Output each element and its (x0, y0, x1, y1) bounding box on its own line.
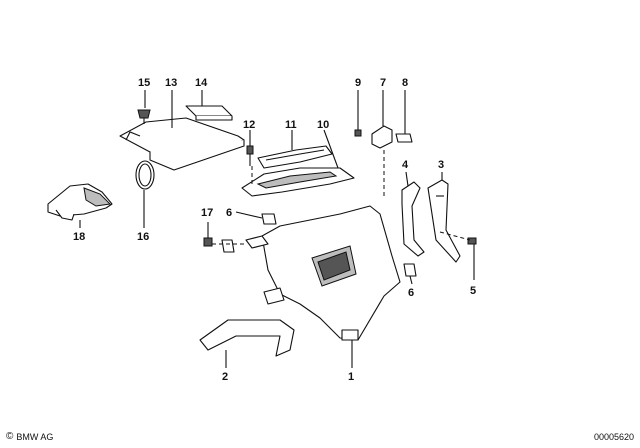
label-5: 5 (470, 285, 476, 297)
part-3-bracket[interactable] (427, 179, 461, 263)
part-labels: 15 13 14 9 7 8 12 11 10 4 3 6 17 18 16 6… (73, 77, 476, 383)
label-3: 3 (438, 159, 444, 171)
label-15: 15 (138, 77, 150, 89)
label-13: 13 (165, 77, 177, 89)
leader-lines (79, 90, 475, 368)
part-15-clip[interactable] (137, 109, 151, 124)
label-12: 12 (243, 119, 255, 131)
label-11: 11 (285, 119, 297, 131)
label-9: 9 (355, 77, 361, 89)
copyright-symbol: © (6, 431, 14, 442)
part-11-tray-top[interactable] (257, 145, 333, 169)
part-13-cover-panel[interactable] (119, 117, 245, 171)
label-18: 18 (73, 231, 85, 243)
copyright-text: BMW AG (16, 431, 54, 442)
label-10: 10 (317, 119, 329, 131)
part-clip-left[interactable] (221, 239, 235, 253)
part-8-clip[interactable] (395, 133, 413, 143)
label-8: 8 (402, 77, 408, 89)
part-4-bracket[interactable] (401, 181, 425, 257)
part-1-console-housing[interactable] (245, 205, 401, 341)
label-2: 2 (222, 371, 228, 383)
label-1: 1 (348, 371, 354, 383)
document-number: 00005620 (593, 432, 634, 442)
part-6-clip-upper[interactable] (261, 213, 277, 225)
part-18-end-cap[interactable] (47, 183, 113, 221)
label-6-upper: 6 (226, 207, 232, 219)
part-2-strip[interactable] (199, 319, 295, 357)
part-14-strip[interactable] (185, 105, 233, 121)
part-5-screw[interactable] (467, 237, 477, 245)
part-6-clip-lower[interactable] (403, 263, 417, 277)
label-4: 4 (402, 159, 409, 171)
part-12-screw[interactable] (246, 145, 254, 166)
part-7-bracket[interactable] (371, 125, 393, 149)
part-17-screw[interactable] (203, 237, 213, 247)
label-14: 14 (195, 77, 208, 89)
copyright: © BMW AG (6, 431, 53, 442)
label-17: 17 (201, 207, 213, 219)
part-9-screw[interactable] (354, 129, 362, 137)
label-7: 7 (380, 77, 386, 89)
part-10-tray-base[interactable] (241, 167, 355, 197)
assembly-lines (212, 150, 471, 245)
label-16: 16 (137, 231, 149, 243)
part-16-clip-ring[interactable] (135, 160, 155, 190)
label-6-lower: 6 (408, 287, 414, 299)
